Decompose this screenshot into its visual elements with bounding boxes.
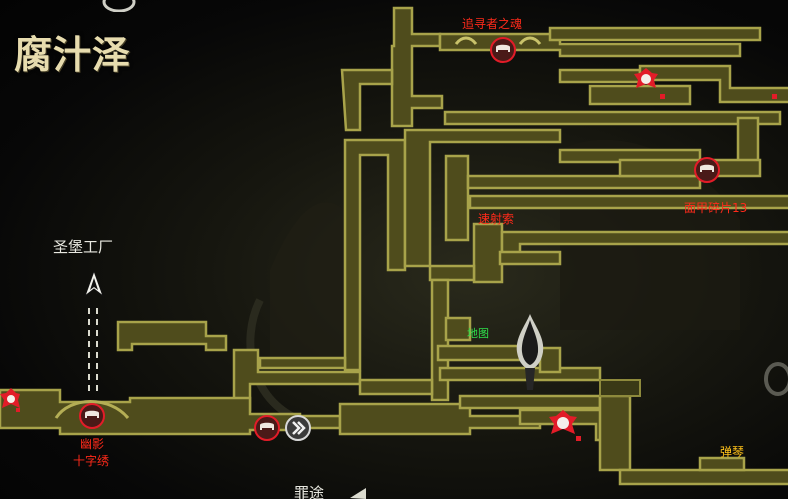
label-stag-station: 圣堡工厂 (53, 238, 114, 256)
compass-icon (764, 362, 788, 396)
flea-icon[interactable] (632, 66, 660, 92)
label-charm: 幽影 (80, 437, 105, 451)
chest-icon[interactable] (253, 414, 281, 442)
red-marker (660, 94, 665, 99)
label-map-vendor: 地图 (467, 327, 489, 340)
flea-icon[interactable] (547, 408, 579, 438)
compass-icon[interactable] (82, 270, 106, 300)
red-marker (16, 408, 20, 412)
map-vendor-icon[interactable] (511, 312, 549, 392)
area-title: 腐汁泽 (14, 32, 132, 77)
red-marker (576, 436, 581, 441)
flea-icon[interactable] (0, 386, 22, 412)
red-marker (772, 94, 777, 99)
label-spring: 弹琴 (720, 445, 745, 459)
label-charm-line2: 十字绣 (73, 454, 110, 468)
chest-icon[interactable] (489, 36, 517, 64)
label-dash: 速射索 (478, 212, 515, 226)
label-bottom-exit: 罪途 (294, 484, 325, 499)
compass-icon (102, 0, 136, 12)
fast-travel-icon[interactable] (284, 414, 312, 442)
label-mask-shard: 面甲碎片13 (684, 201, 748, 215)
label-top-reward: 追寻者之魂 (462, 17, 523, 31)
chest-icon[interactable] (78, 402, 106, 430)
chest-icon[interactable] (693, 156, 721, 184)
